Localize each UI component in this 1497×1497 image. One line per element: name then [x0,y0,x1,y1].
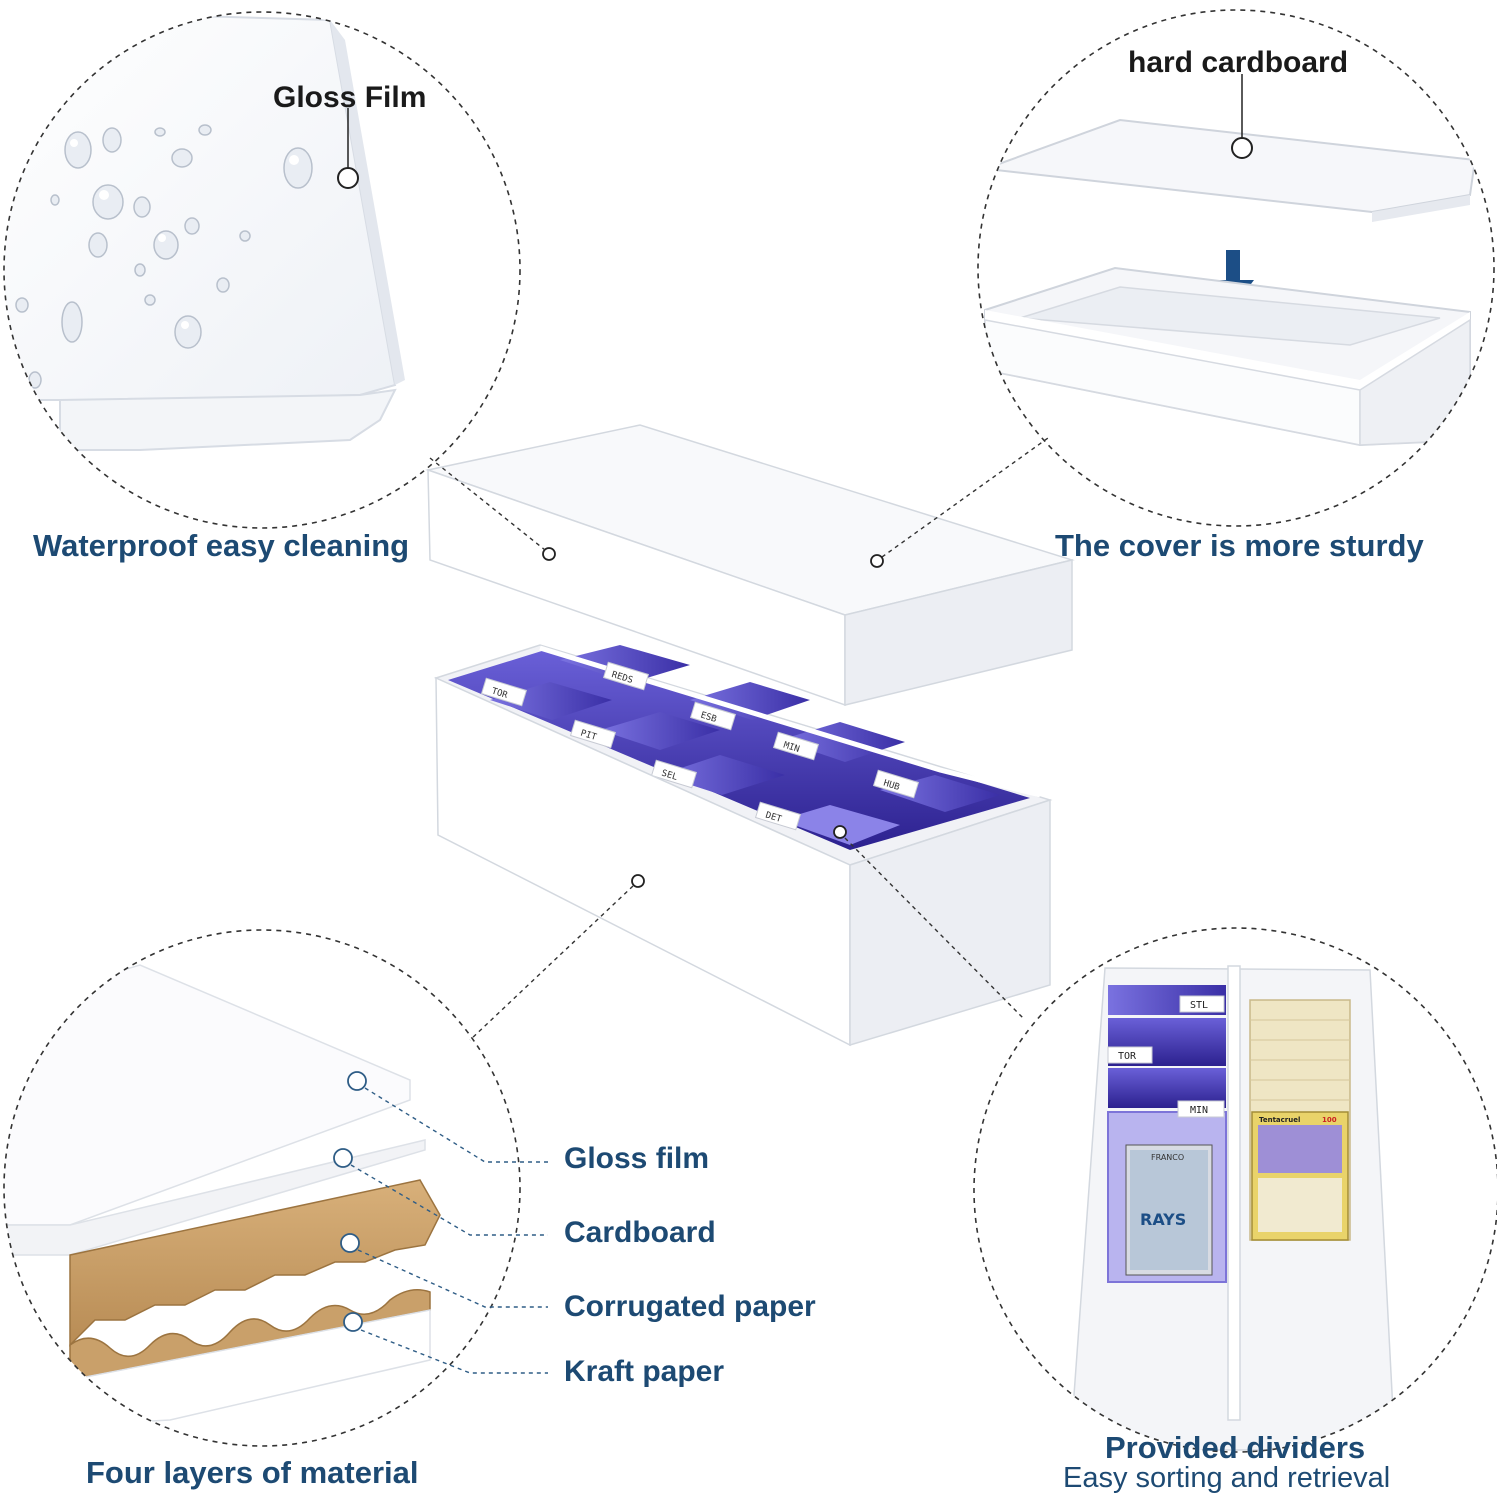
pokemon-card-name: Tentacruel [1259,1116,1300,1124]
baseball-card-team: RAYS [1140,1210,1186,1229]
box-tab-esb: ESB [699,711,717,725]
divider-tab-min: MIN [1190,1105,1208,1116]
dividers-detail-circle: STL TOR MIN FRANCO RAYS Tentacruel 100 [973,927,1497,1453]
cover-detail-circle [977,9,1495,527]
box-base: TOR REDS PIT ESB SEL MIN DET HUB [433,644,1053,1047]
hard-cardboard-callout-label: hard cardboard [1128,46,1349,79]
box-tab-tor: TOR [490,687,509,701]
box-tab-sel: SEL [660,769,678,783]
cover-caption: The cover is more sturdy [1055,528,1424,563]
card-storage-box: TOR REDS PIT ESB SEL MIN DET HUB [425,424,1075,1047]
layer-label-kraft-paper: Kraft paper [564,1355,725,1388]
down-arrow-shaft [1226,250,1240,280]
box-lid [425,424,1075,707]
box-tab-min: MIN [782,741,800,755]
material-layers-circle [3,929,548,1447]
box-tab-hub: HUB [882,779,900,793]
dividers-subcaption: Easy sorting and retrieval [1063,1462,1391,1494]
dividers-caption: Provided dividers [1105,1430,1366,1465]
divider-tab-stl: STL [1190,1000,1208,1011]
sleeved-cards: TOR REDS PIT ESB SEL MIN DET HUB [448,645,1041,850]
divider-tab-tor: TOR [1118,1051,1137,1062]
four-layers-caption: Four layers of material [86,1455,419,1490]
gloss-film-callout-label: Gloss Film [273,81,427,114]
box-tab-pit: PIT [579,729,598,743]
pokemon-card-hp: 100 [1322,1116,1337,1124]
layer-label-cardboard: Cardboard [564,1216,716,1249]
baseball-card-name: FRANCO [1151,1153,1184,1162]
gloss-film-detail-circle [3,11,521,529]
box-tab-det: DET [764,811,783,825]
waterproof-caption: Waterproof easy cleaning [33,528,410,563]
layer-label-gloss-film: Gloss film [564,1142,710,1175]
layer-label-corrugated-paper: Corrugated paper [564,1290,816,1323]
